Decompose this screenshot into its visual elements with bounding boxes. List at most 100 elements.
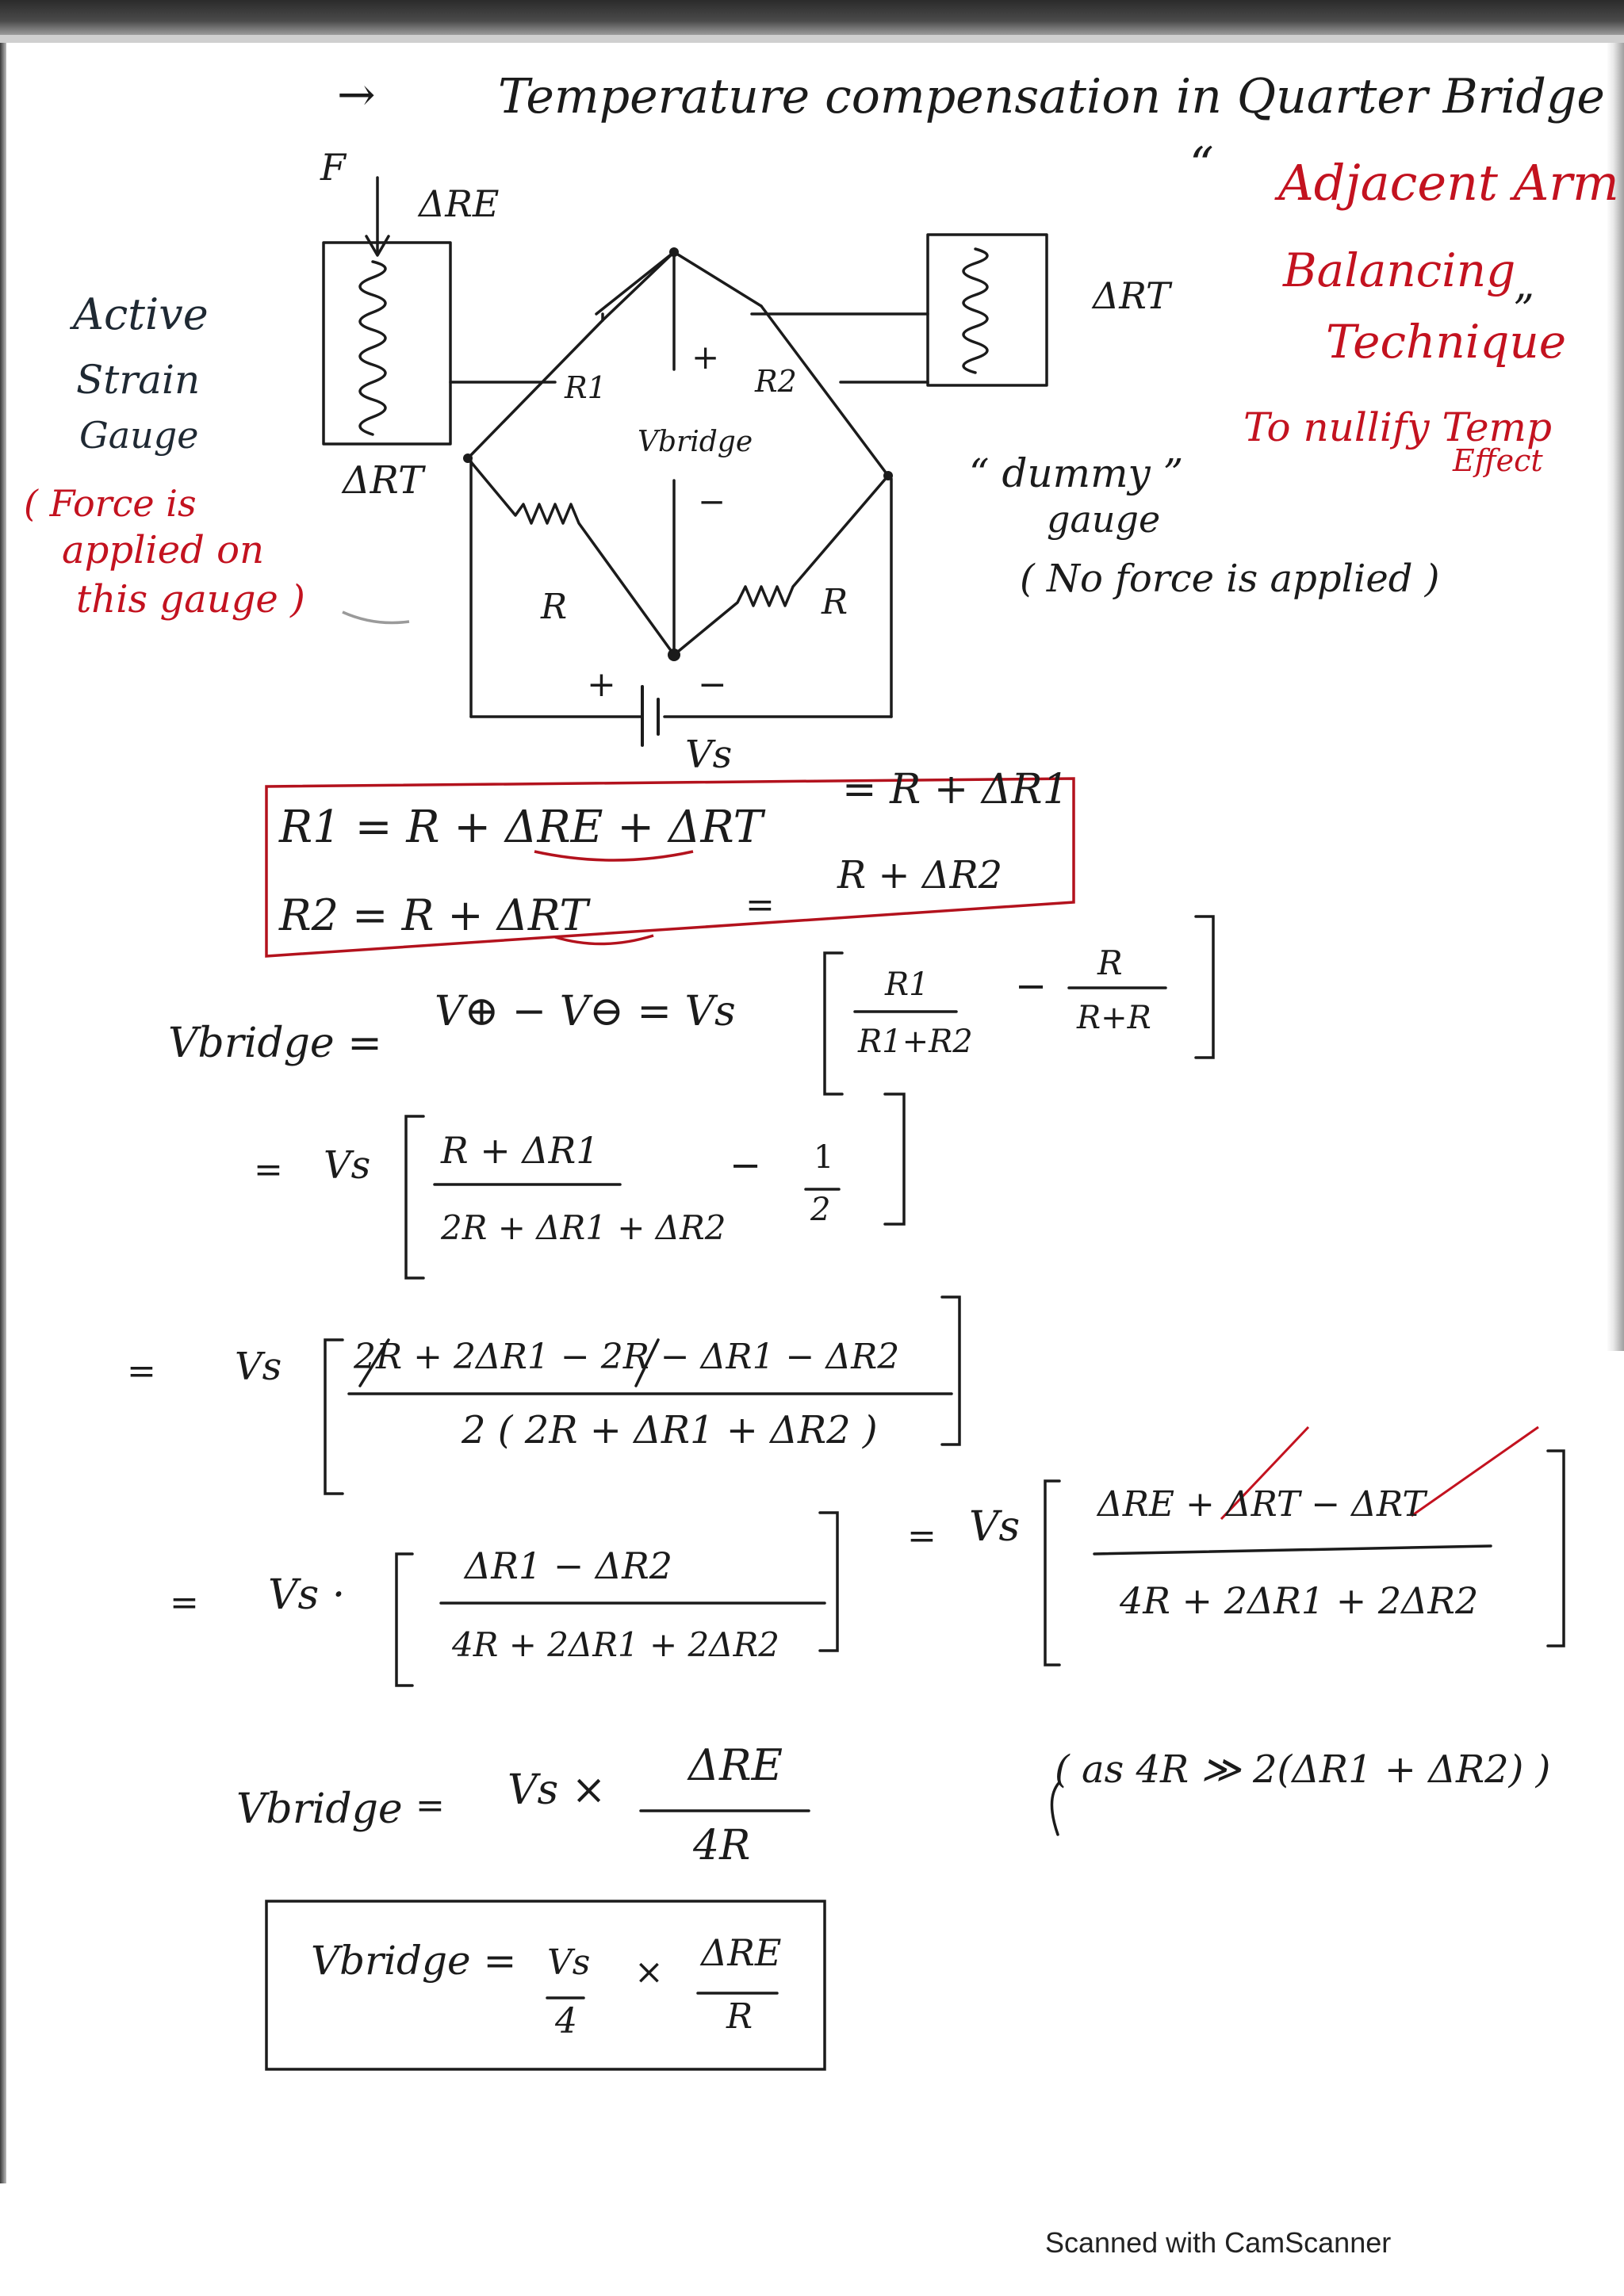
- cancel-2r-b: [634, 1338, 660, 1387]
- battery-minus-label: −: [698, 664, 727, 705]
- active-gauge-box: [322, 241, 452, 446]
- node-top: [669, 247, 679, 257]
- wire-r2-b: [760, 304, 890, 477]
- r2-equivalent: R + ΔR2: [837, 853, 1003, 897]
- final-num2: ΔRE: [701, 1931, 782, 1974]
- eq4b-num: ΔRE + ΔRT − ΔRT: [1097, 1484, 1426, 1525]
- node-right: [883, 471, 893, 480]
- force-label: F: [320, 146, 346, 189]
- force-note-line2: applied on: [62, 528, 264, 572]
- bracket-l3-open: [324, 1338, 344, 1495]
- eq4b-vs: Vs: [969, 1503, 1021, 1551]
- dummy-gauge-box: [926, 233, 1048, 387]
- r1-label: R1: [565, 370, 607, 405]
- final-den1: 4: [555, 2001, 577, 2042]
- eq2-minus: −: [730, 1143, 762, 1188]
- technique-line2: Balancing: [1283, 243, 1516, 297]
- technique-line1: Adjacent Arm: [1278, 154, 1619, 212]
- active-gauge-grid: [358, 260, 387, 436]
- r-left-label: R: [541, 587, 568, 627]
- wire-r1: [601, 251, 676, 322]
- eq3-sign: =: [127, 1351, 156, 1391]
- eq4-num: ΔR1 − ΔR2: [465, 1544, 673, 1587]
- bracket-l3-close: [940, 1295, 961, 1446]
- wire-r2-a: [672, 251, 763, 308]
- eq2-den: 2R + ΔR1 + ΔR2: [441, 1208, 726, 1247]
- eq5-approximation-note: ( as 4R ≫ 2(ΔR1 + ΔR2) ): [1055, 1747, 1551, 1792]
- bracket-l1-open: [823, 951, 844, 1096]
- bracket-l4-close: [818, 1511, 839, 1652]
- eq4-vs: Vs ·: [268, 1571, 346, 1619]
- scan-right-edge: [1607, 43, 1624, 1351]
- eq5-sign: =: [416, 1785, 445, 1826]
- dummy-gauge-text-line1: “ dummy ”: [969, 450, 1184, 496]
- active-gauge-line1: Active: [73, 289, 209, 339]
- eq2-vs: Vs: [324, 1143, 371, 1188]
- scanner-watermark: Scanned with CamScanner: [1045, 2226, 1392, 2259]
- underbrace-1: [534, 850, 694, 862]
- r1-definition: R1 = R + ΔRE + ΔRT: [279, 802, 763, 853]
- plus-top-label: +: [691, 338, 720, 377]
- resistor-left: [466, 457, 676, 656]
- technique-quote-open: “: [1189, 137, 1214, 193]
- eq1-mid: V⊕ − V⊖ = Vs: [435, 988, 736, 1035]
- dummy-gauge-label: ΔRT: [1093, 274, 1170, 317]
- eq1-frac2-num: R: [1097, 943, 1123, 982]
- eq4-den: 4R + 2ΔR1 + 2ΔR2: [452, 1625, 779, 1664]
- bracket-l4b-close: [1546, 1449, 1565, 1647]
- title-arrow: →: [337, 67, 376, 121]
- force-note-line3: this gauge ): [76, 577, 305, 622]
- final-result-box: [265, 1900, 826, 2071]
- final-times: ×: [634, 1952, 664, 1992]
- eq4b-sign: =: [907, 1516, 936, 1556]
- eq5-den: 4R: [693, 1822, 751, 1869]
- r2-definition: R2 = R + ΔRT: [279, 890, 588, 940]
- r2-label: R2: [755, 364, 797, 399]
- technique-quote-close: ”: [1513, 287, 1534, 335]
- scan-top-shadow: [0, 35, 1624, 43]
- minus-mid-label: −: [698, 482, 726, 521]
- eq1-frac2-den: R+R: [1077, 1000, 1151, 1036]
- no-force-note: ( No force is applied ): [1020, 557, 1440, 601]
- dummy-gauge-grid: [962, 247, 989, 374]
- underbrace-2: [554, 934, 654, 946]
- eq5-lhs: Vbridge: [236, 1785, 403, 1833]
- eq5-rhs: Vs ×: [508, 1766, 607, 1814]
- eq1-frac1-num: R1: [885, 966, 929, 1003]
- node-left: [463, 453, 473, 463]
- r-right-label: R: [822, 582, 848, 622]
- cancel-2r-a: [358, 1338, 390, 1387]
- cancel-drt-a: [1220, 1425, 1310, 1521]
- active-gauge-top-label: ΔRE: [419, 182, 500, 225]
- resistor-right: [672, 474, 890, 656]
- eq2-num: R + ΔR1: [441, 1129, 599, 1172]
- eq5-num: ΔRE: [688, 1740, 783, 1790]
- eq2-half-num: 1: [814, 1139, 834, 1176]
- eq2-sign: =: [254, 1150, 283, 1190]
- technique-purpose-line1: To nullify Temp: [1243, 404, 1552, 450]
- scan-left-edge: [0, 43, 6, 2183]
- final-lhs: Vbridge =: [311, 1938, 517, 1984]
- red-definition-box: [265, 777, 1075, 958]
- scan-top-edge: [0, 0, 1624, 35]
- active-gauge-line2: Strain: [76, 357, 201, 403]
- dummy-gauge-text-line2: gauge: [1047, 498, 1161, 541]
- bracket-l1-close: [1194, 915, 1215, 1059]
- eq4b-den: 4R + 2ΔR1 + 2ΔR2: [1120, 1579, 1479, 1622]
- bracket-l4-open: [395, 1552, 414, 1687]
- page-title: Temperature compensation in Quarter Brid…: [498, 69, 1605, 124]
- technique-line3: Technique: [1326, 315, 1567, 369]
- bracket-l2-close: [883, 1093, 906, 1226]
- bracket-l2-open: [404, 1115, 425, 1280]
- note-paren: [1050, 1781, 1061, 1836]
- eq2-half-den: 2: [810, 1192, 831, 1228]
- eq4-sign: =: [170, 1582, 199, 1623]
- vbridge-label: Vbridge: [638, 426, 753, 458]
- eq3-num: 2R + 2ΔR1 − 2R − ΔR1 − ΔR2: [354, 1337, 900, 1377]
- force-note-line1: ( Force is: [24, 482, 197, 525]
- cancel-drt-b: [1411, 1425, 1539, 1517]
- wire-left-top: [466, 319, 604, 460]
- eq3-vs: Vs: [235, 1345, 282, 1389]
